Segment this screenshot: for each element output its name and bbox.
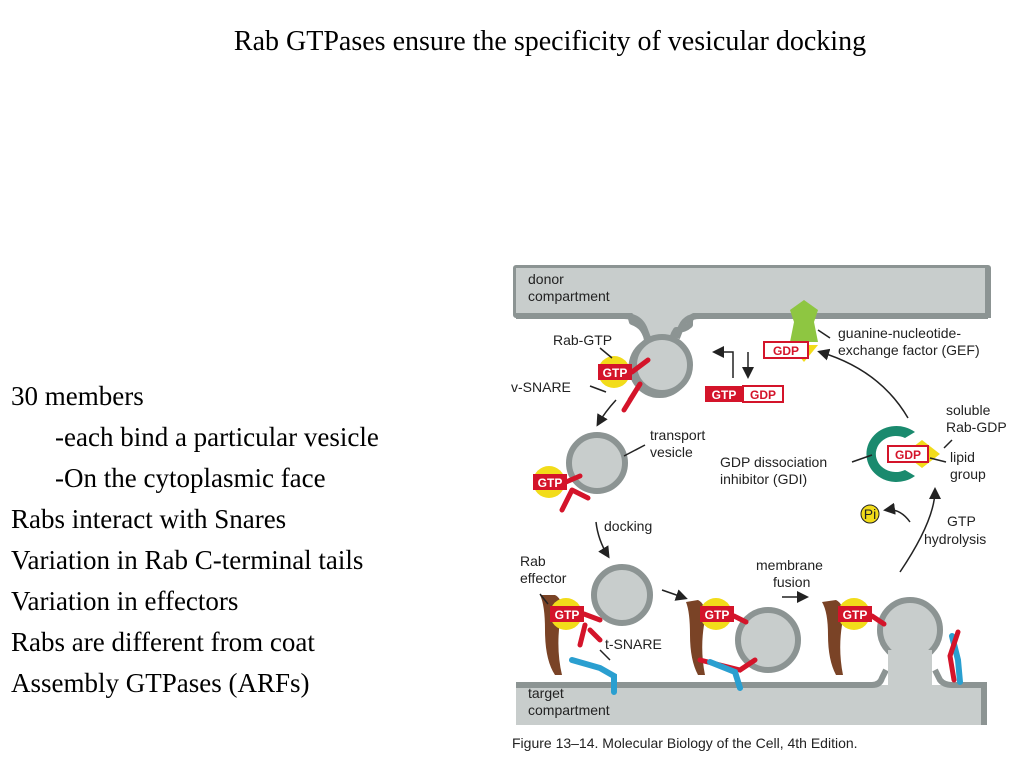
label-gef-2: exchange factor (GEF): [838, 342, 980, 358]
label-rab-effector: Rab: [520, 553, 546, 569]
label-membrane-fusion-2: fusion: [773, 574, 810, 590]
label-soluble: soluble: [946, 402, 991, 418]
label-membrane-fusion: membrane: [756, 557, 823, 573]
svg-text:GTP: GTP: [538, 476, 563, 490]
slide-title: Rab GTPases ensure the specificity of ve…: [233, 26, 867, 57]
budding-vesicle: [631, 334, 693, 396]
docking-complex: GTP: [540, 595, 617, 695]
svg-text:GTP: GTP: [555, 608, 580, 622]
donor-membrane-edge: [674, 313, 988, 340]
label-soluble-2: Rab-GDP: [946, 419, 1007, 435]
figure-caption: Figure 13–14. Molecular Biology of the C…: [512, 735, 858, 751]
label-donor: donor: [528, 271, 564, 287]
donor-membrane-edge: [516, 313, 651, 340]
rab-effector: [822, 600, 844, 675]
pi-phosphate: Pi: [860, 504, 880, 524]
rab-gtp-donor: GTP: [598, 356, 651, 413]
gef: GDP: [763, 300, 818, 362]
label-lipid: lipid: [950, 449, 975, 465]
gtp-gdp-exchange: GTP GDP: [705, 346, 784, 403]
transport-vesicle: [566, 432, 628, 494]
fusion-complex: GTP: [822, 598, 963, 685]
donor-compartment-body: [516, 268, 988, 313]
label-gdi-2: inhibitor (GDI): [720, 471, 807, 487]
label-rab-gtp: Rab-GTP: [553, 332, 612, 348]
svg-text:GTP: GTP: [712, 388, 737, 402]
label-target: target: [528, 685, 564, 701]
label-v-snare: v-SNARE: [511, 379, 571, 395]
label-t-snare: t-SNARE: [605, 636, 662, 652]
svg-text:GTP: GTP: [603, 366, 628, 380]
t-snare: [569, 657, 617, 695]
label-gdi: GDP dissociation: [720, 454, 827, 470]
bullet-item: Assembly GTPases (ARFs): [11, 668, 310, 698]
docking-vesicle: [591, 564, 653, 626]
label-target-2: compartment: [528, 702, 610, 718]
bullet-list: 30 members -each bind a particular vesic…: [11, 376, 379, 704]
bullet-subitem: -each bind a particular vesicle: [55, 422, 379, 452]
cycle-arrows: [539, 329, 953, 661]
label-gtp-hydrolysis: GTP: [947, 513, 976, 529]
gdi-rab-gdp: GDP: [866, 426, 940, 482]
bullet-item: Rabs interact with Snares: [11, 504, 287, 534]
label-rab-effector-2: effector: [520, 570, 567, 586]
label-transport-2: vesicle: [650, 444, 693, 460]
label-gef: guanine-nucleotide-: [838, 325, 961, 341]
svg-text:GTP: GTP: [705, 608, 730, 622]
docked-vesicle: [735, 607, 801, 673]
label-gtp-hydrolysis-2: hydrolysis: [924, 531, 986, 547]
svg-text:GTP: GTP: [843, 608, 868, 622]
label-docking: docking: [604, 518, 652, 534]
bullet-item: Variation in effectors: [11, 586, 239, 616]
target-compartment: [516, 685, 986, 725]
bullet-item: 30 members: [11, 381, 144, 411]
rab-gtp-vesicle: GTP: [533, 466, 591, 513]
bullet-item: Variation in Rab C-terminal tails: [11, 545, 364, 575]
docked-complex: GTP: [686, 598, 758, 691]
svg-text:GDP: GDP: [895, 448, 921, 462]
t-snare: [707, 659, 743, 691]
target-membrane-edge: [516, 668, 987, 725]
svg-text:Pi: Pi: [864, 506, 876, 522]
label-donor-2: compartment: [528, 288, 610, 304]
fusion-neck: [888, 650, 932, 685]
bullet-item: Rabs are different from coat: [11, 627, 315, 657]
svg-text:GDP: GDP: [750, 388, 776, 402]
label-transport: transport: [650, 427, 705, 443]
svg-text:GDP: GDP: [773, 344, 799, 358]
label-lipid-2: group: [950, 466, 986, 482]
bullet-subitem: -On the cytoplasmic face: [55, 463, 326, 493]
